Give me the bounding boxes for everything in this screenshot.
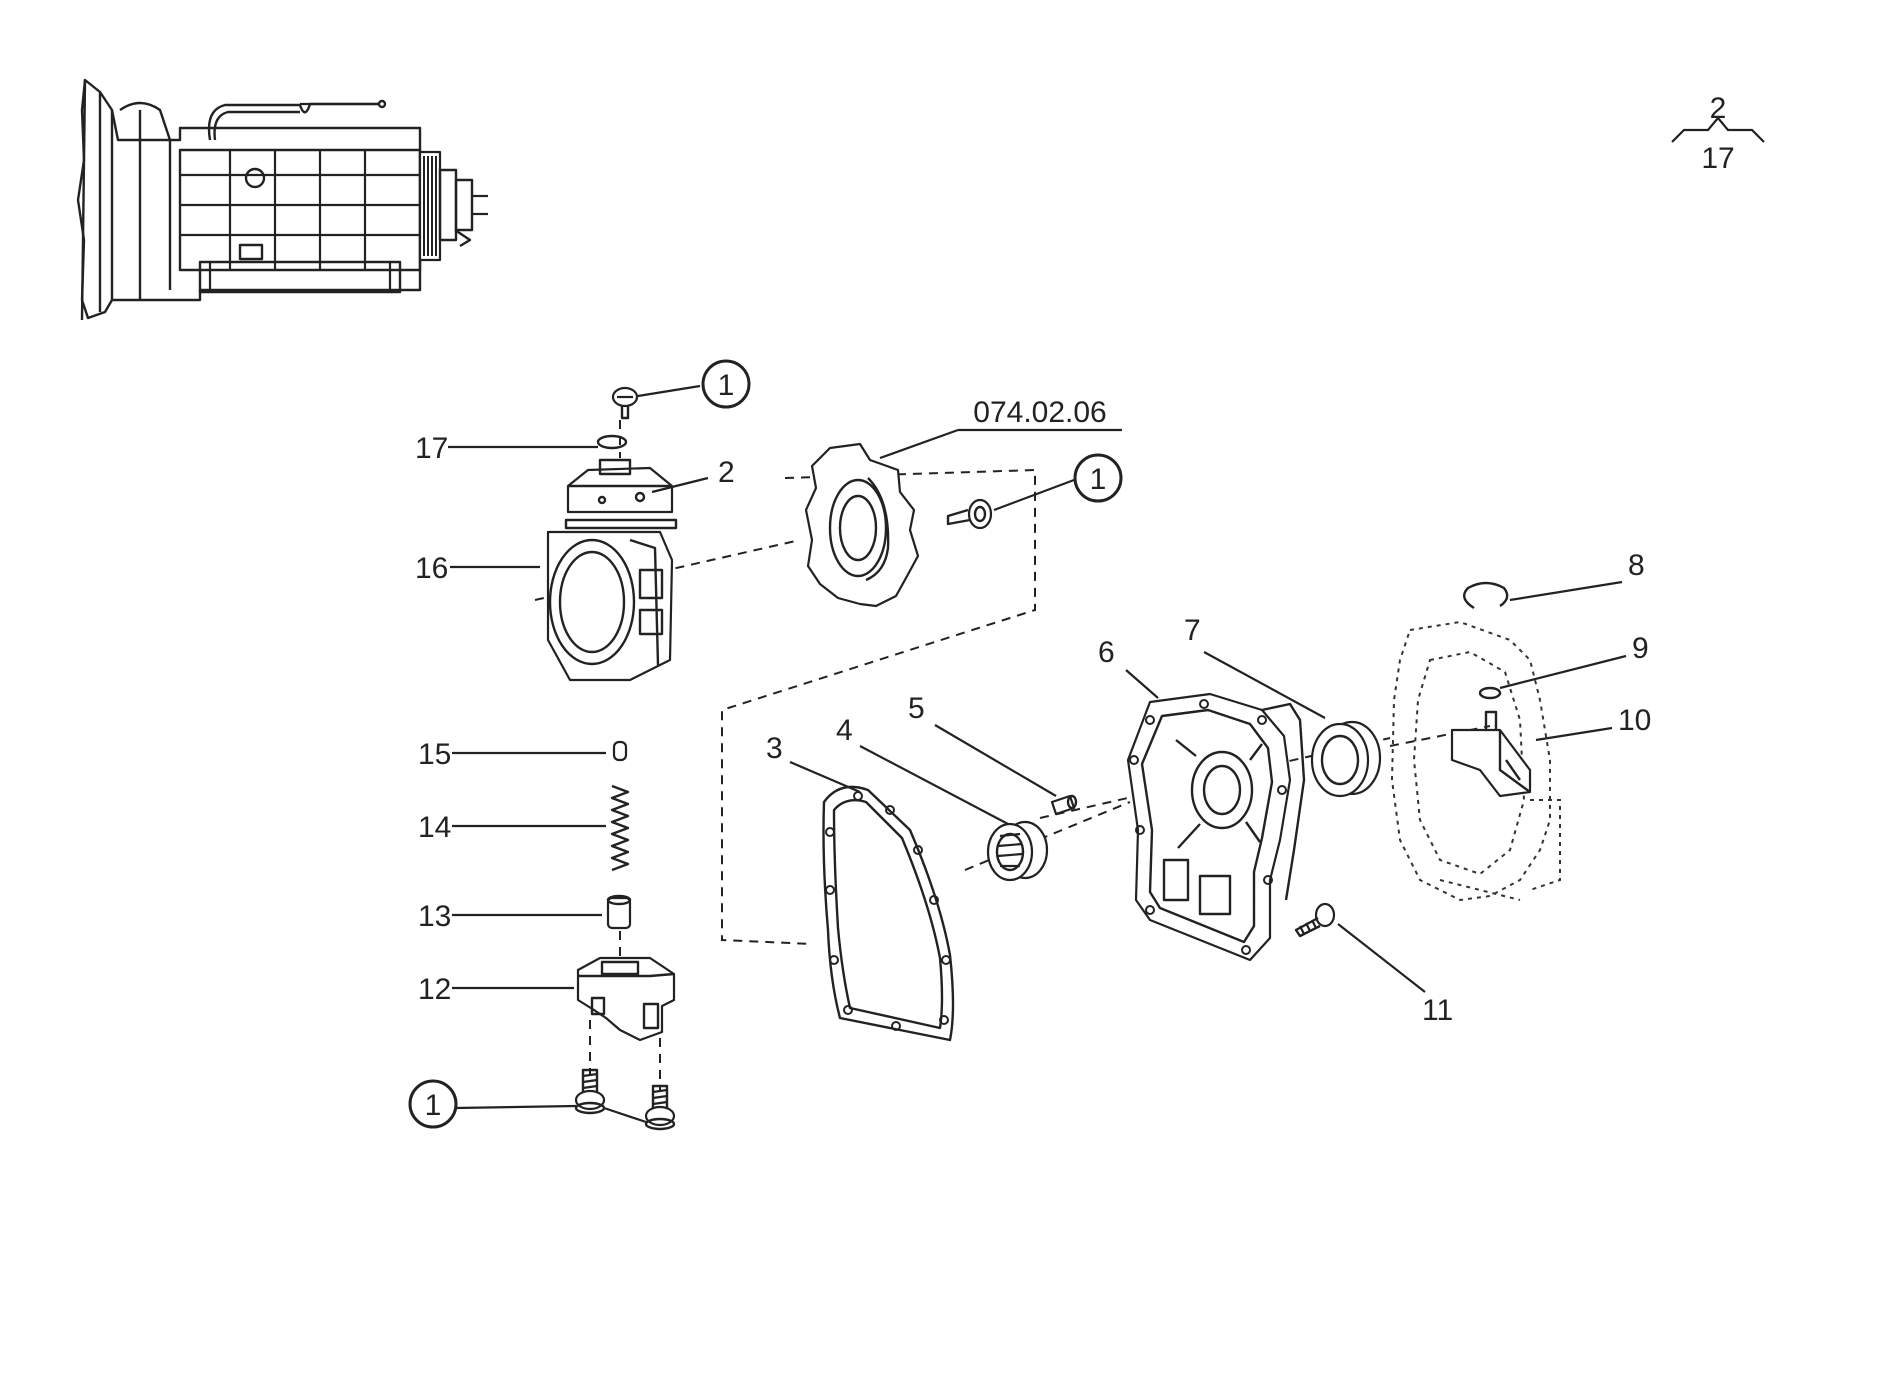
part-screw-top	[611, 386, 639, 420]
part-3-gasket	[822, 785, 955, 1042]
part-screw-bottom-right	[644, 1084, 676, 1131]
part-10-lever	[1450, 710, 1532, 798]
part-11-bolt	[1294, 902, 1336, 938]
label-3: 3	[766, 732, 783, 765]
label-10: 10	[1618, 704, 1651, 737]
part-7-seal	[1310, 720, 1382, 798]
part-5-pin	[1050, 794, 1078, 816]
label-16: 16	[415, 552, 448, 585]
reference-drawing-text: 074.02.06	[973, 396, 1106, 429]
label-13: 13	[418, 900, 451, 933]
label-4: 4	[836, 714, 853, 747]
callout-top-number: 1	[718, 369, 735, 402]
transmission-overview-illustration	[76, 78, 488, 321]
part-pump-screw	[946, 498, 993, 530]
part-16-housing	[546, 530, 674, 682]
label-5: 5	[908, 692, 925, 725]
label-8: 8	[1628, 549, 1645, 582]
label-7: 7	[1184, 614, 1201, 647]
part-14-spring	[610, 784, 630, 872]
callout-bottom-number: 1	[425, 1089, 442, 1122]
leader-lines	[448, 384, 1627, 1124]
part-8-circlip	[1462, 581, 1509, 610]
label-15: 15	[418, 738, 451, 771]
part-4-bearing	[986, 820, 1049, 882]
reference-bottom: 17	[1701, 142, 1734, 175]
part-2-cover	[564, 458, 678, 530]
label-14: 14	[418, 811, 451, 844]
reference-top: 2	[1710, 92, 1727, 125]
part-6-housing	[1126, 692, 1306, 962]
label-6: 6	[1098, 636, 1115, 669]
part-12-valve-body	[576, 956, 676, 1042]
label-12: 12	[418, 973, 451, 1006]
label-11: 11	[1422, 994, 1453, 1027]
part-screw-bottom-left	[574, 1068, 606, 1115]
reference-drawing-label: 074.02.06	[879, 396, 1122, 460]
label-17: 17	[415, 432, 448, 465]
part-15-pin	[612, 740, 628, 762]
part-labels: 17 2 16 15 14 13 12 3 4 5 6 7 8 9 10 11	[415, 432, 1651, 1027]
page-reference-fraction: 2 17	[1671, 92, 1765, 175]
label-2: 2	[718, 456, 735, 489]
callout-circle-top: 1	[701, 359, 751, 409]
part-pump-plate	[804, 442, 920, 608]
rear-housing-ghost	[1390, 620, 1561, 902]
part-9-ring	[1478, 686, 1502, 700]
label-9: 9	[1632, 632, 1649, 665]
callout-circle-bottom: 1	[408, 1079, 458, 1129]
part-17-ring	[596, 434, 628, 450]
part-13-plunger	[606, 894, 632, 930]
callout-circle-middle: 1	[1073, 453, 1123, 503]
callout-middle-number: 1	[1090, 463, 1107, 496]
